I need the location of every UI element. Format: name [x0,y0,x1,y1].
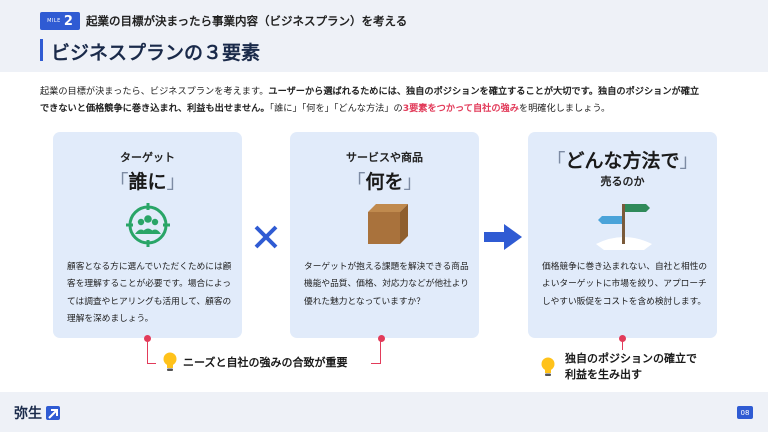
card-how-body: 価格競争に巻き込まれない、自社と相性のよいターゲットに市場を絞り、アプローチしや… [542,262,708,307]
note-needs-text: ニーズと自社の強みの合致が重要 [183,356,348,369]
intro-line1-a: 起業の目標が決まったら、ビジネスプランを考えます。 [40,86,269,97]
footer-band [0,392,768,432]
title-accent-bar [40,39,43,61]
connector-line-how [622,338,623,350]
card-what-main-text: 何を [365,171,404,193]
card-what-top: サービスや商品 [346,151,423,164]
connector-line-who [147,338,156,364]
card-who-body: 顧客となる方に選んでいただくためには顧客を理解することが必要です。場合によっては… [67,262,232,324]
note-position-text: 独自のポジションの確立で 利益を生み出す [565,351,697,383]
target-people-icon [126,203,170,247]
header-band [0,0,768,72]
card-who: ターゲット 「誰に」 顧客となる方に選んでいただくためには顧客を理解することが必… [53,132,242,338]
step-badge: MILE 2 [40,12,80,30]
lightbulb-icon [541,357,555,376]
intro-line2-highlight: 3要素をつかって自社の強み [402,103,519,114]
arrow-right-icon [484,224,522,250]
card-how-main: 「どんな方法で」 [546,150,699,172]
note-position-line1: 独自のポジションの確立で [565,352,697,365]
card-what-main: 「何を」 [346,171,423,193]
page-subtitle: 起業の目標が決まったら事業内容（ビジネスプラン）を考える [86,14,408,28]
connector-dot-what [378,335,385,342]
signpost-icon [596,204,652,250]
card-what: サービスや商品 「何を」 ターゲットが抱える課題を解決できる商品機能や品質、価格… [290,132,479,338]
card-what-body: ターゲットが抱える課題を解決できる商品機能や品質、価格、対応力などが他社より優れ… [304,262,469,307]
logo-text: 弥生 [14,406,42,422]
card-who-main: 「誰に」 [109,171,186,193]
note-position-line2: 利益を生み出す [565,368,642,381]
box-icon [368,204,408,244]
page-title: ビジネスプランの３要素 [51,42,261,64]
step-number: 2 [63,13,73,29]
card-how-main-text: どんな方法で [565,150,680,172]
connector-line-what [371,338,381,364]
intro-line2-a: できないと価格競争に巻き込まれ、利益も出せません。 [40,103,270,114]
intro-line1-b: ユーザーから選ばれるためには、独自のポジションを確立することが大切です。独自のポ… [268,86,700,97]
note-position: 独自のポジションの確立で 利益を生み出す [541,351,697,383]
step-label: MILE [47,18,61,24]
yayoi-logo: 弥生 [14,403,60,423]
multiply-icon [254,225,278,249]
card-who-top: ターゲット [120,151,175,164]
intro-paragraph: 起業の目標が決まったら、ビジネスプランを考えます。ユーザーから選ばれるためには、… [40,83,740,117]
card-how: 「どんな方法で」 売るのか 価格競争に巻き込まれない、自社と相性のよいターゲット… [528,132,717,338]
page-number: 08 [737,406,753,419]
logo-arrow-icon [46,406,60,420]
intro-line2-c: を明確化しましょう。 [518,103,611,114]
card-how-sub: 売るのか [600,175,645,188]
lightbulb-icon [163,352,177,371]
card-who-main-text: 誰に [128,171,167,193]
note-needs: ニーズと自社の強みの合致が重要 [163,352,347,372]
intro-line2-b: 「誰に」「何を」「どんな方法」の [269,103,403,114]
